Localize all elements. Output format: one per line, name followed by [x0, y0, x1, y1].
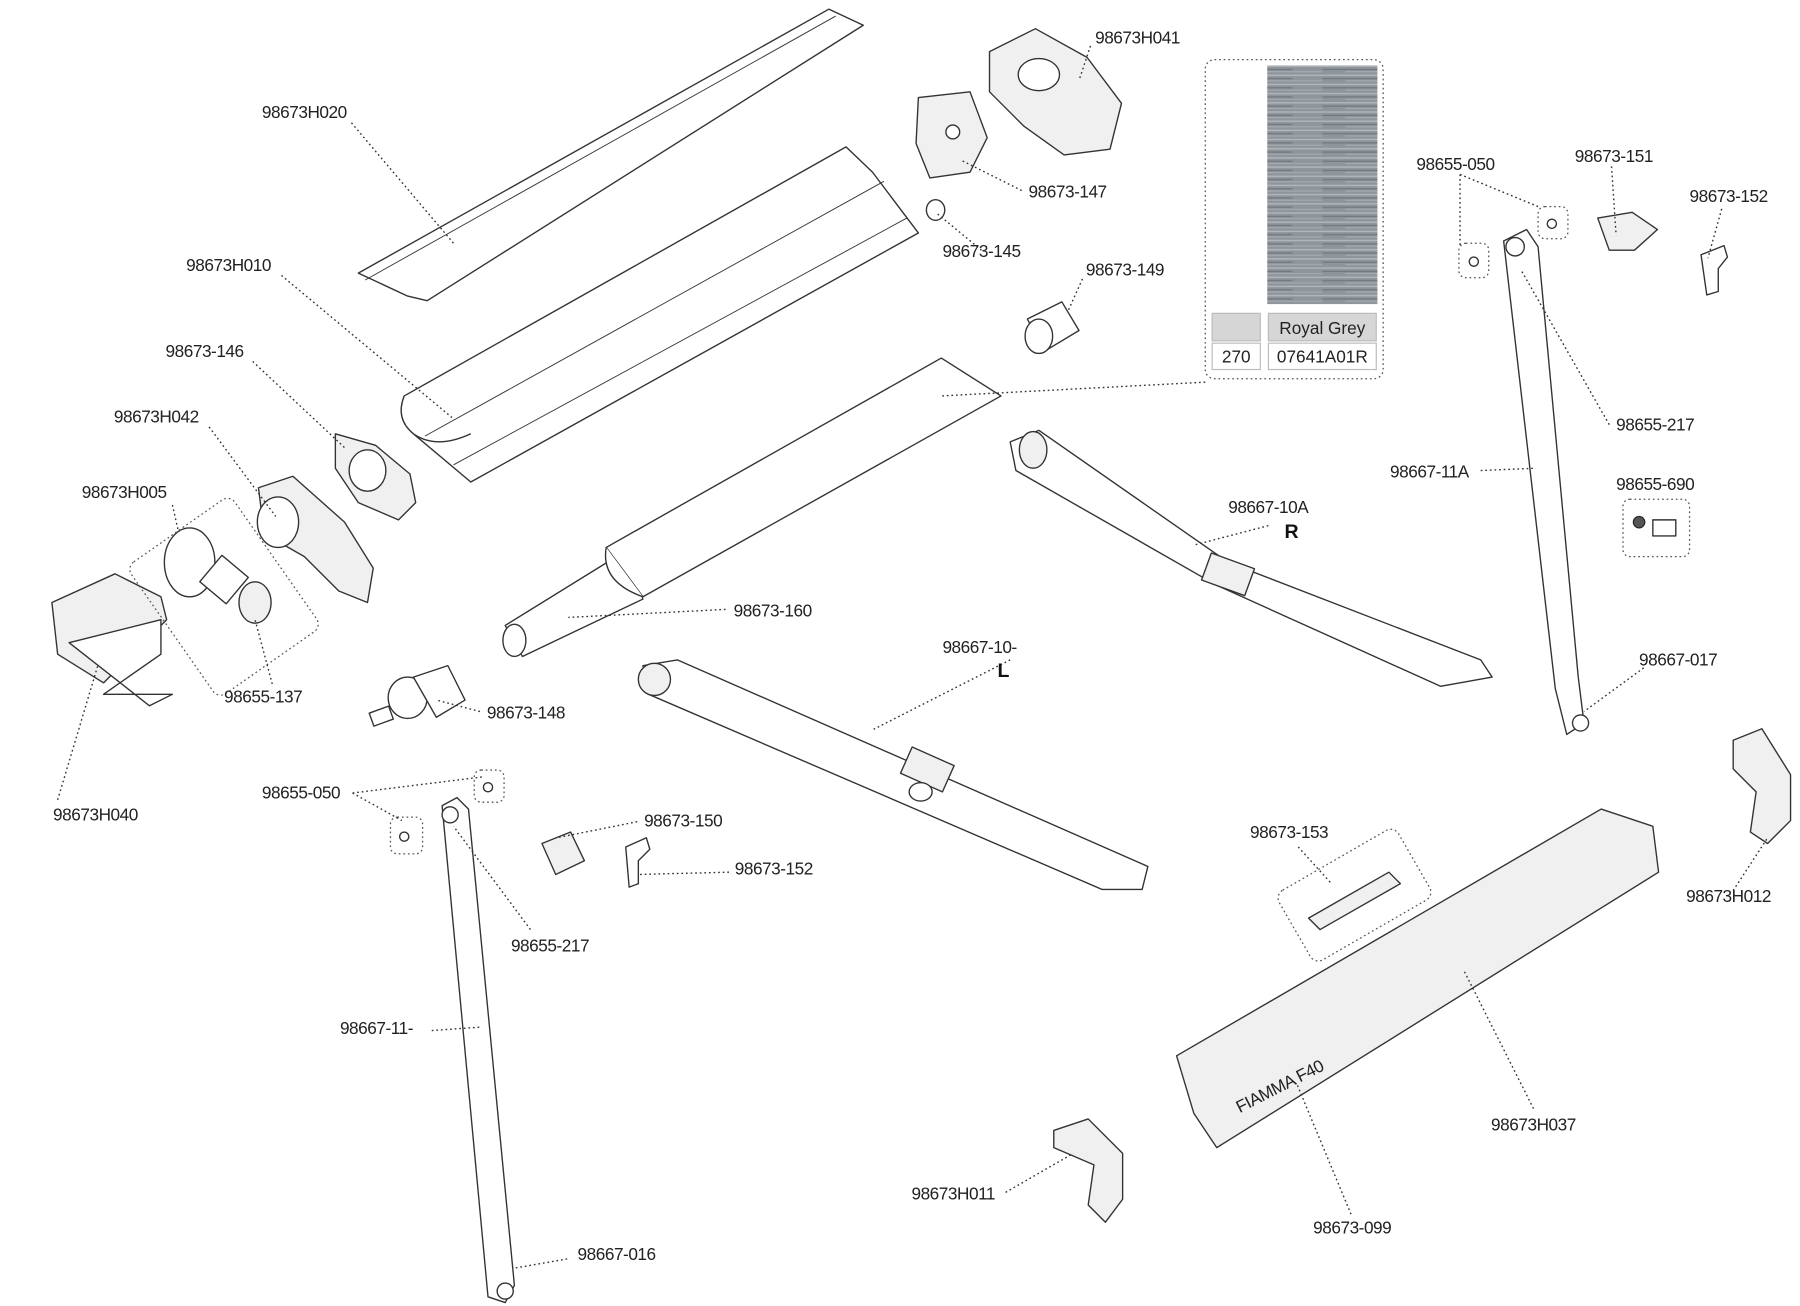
label-98673-160[interactable]: 98673-160 [734, 600, 813, 620]
top-cover-part[interactable] [357, 8, 864, 302]
label-98655-217-left[interactable]: 98655-217 [511, 935, 590, 955]
part-number-labels: 98673H020 98673H041 98673-147 98673-145 … [53, 28, 1771, 1264]
side-plate-right-part[interactable] [915, 91, 988, 179]
rail-end-cap-right-part[interactable] [1732, 728, 1792, 845]
arm-side-left: L [998, 660, 1010, 682]
label-98667-11-[interactable]: 98667-11- [340, 1018, 413, 1038]
rail-end-cap-left-part[interactable] [1053, 1118, 1124, 1223]
roller-end-plug-part[interactable] [368, 664, 466, 727]
label-98673h011[interactable]: 98673H011 [911, 1183, 995, 1203]
label-98655-690[interactable]: 98655-690 [1616, 474, 1695, 494]
label-98673h037[interactable]: 98673H037 [1491, 1114, 1576, 1134]
label-98655-137[interactable]: 98655-137 [224, 686, 303, 706]
label-98673h040[interactable]: 98673H040 [53, 805, 138, 825]
label-98673-153[interactable]: 98673-153 [1250, 822, 1329, 842]
main-profile-part[interactable] [400, 146, 920, 483]
arm-left-part[interactable] [637, 659, 1149, 891]
label-98667-11a[interactable]: 98667-11A [1390, 461, 1470, 481]
arm-bracket-part[interactable] [1307, 871, 1402, 931]
crank-gear-part[interactable] [163, 527, 272, 624]
label-98667-016[interactable]: 98667-016 [578, 1244, 657, 1264]
label-98673h041[interactable]: 98673H041 [1095, 28, 1180, 48]
roller-plug-part[interactable] [1024, 301, 1080, 355]
leg-right-part[interactable] [1502, 228, 1590, 736]
label-98655-050-right[interactable]: 98655-050 [1416, 154, 1495, 174]
label-98673-152-left[interactable]: 98673-152 [735, 858, 814, 878]
fabric-swatch-panel: Royal Grey 270 07641A01R [1204, 59, 1384, 380]
label-98673-151[interactable]: 98673-151 [1575, 146, 1654, 166]
side-plate-left-part[interactable] [334, 433, 417, 521]
label-98673-149[interactable]: 98673-149 [1086, 259, 1165, 279]
group-outlines [129, 205, 1691, 962]
fabric-code: 07641A01R [1277, 347, 1368, 367]
label-98667-10-[interactable]: 98667-10- [942, 637, 1017, 657]
end-cap-left-part[interactable] [256, 475, 374, 604]
end-cap-right-part[interactable] [988, 28, 1123, 156]
fabric-swatch-texture [1267, 65, 1378, 305]
arm-right-part[interactable] [1009, 429, 1493, 687]
size-header-cell [1211, 312, 1261, 342]
leader-lines [56, 45, 1769, 1269]
label-98655-217-right[interactable]: 98655-217 [1616, 414, 1695, 434]
label-98673h010[interactable]: 98673H010 [186, 255, 271, 275]
label-98673-145[interactable]: 98673-145 [942, 241, 1021, 261]
label-98673h020[interactable]: 98673H020 [262, 102, 347, 122]
hinge-bracket-right-part[interactable] [1597, 211, 1659, 251]
label-98673-146[interactable]: 98673-146 [166, 341, 245, 361]
fabric-roll-part[interactable] [604, 357, 1002, 598]
label-98667-017[interactable]: 98667-017 [1639, 650, 1718, 670]
fabric-color-name: Royal Grey [1279, 318, 1365, 338]
roller-tube-part[interactable] [502, 550, 644, 658]
label-98673-099[interactable]: 98673-099 [1313, 1218, 1392, 1238]
crank-housing-part[interactable] [51, 573, 174, 707]
label-98673-150[interactable]: 98673-150 [644, 810, 723, 830]
small-screw-part[interactable] [1632, 515, 1677, 537]
label-98655-050-left[interactable]: 98655-050 [262, 783, 341, 803]
label-98673h042[interactable]: 98673H042 [114, 406, 199, 426]
label-98673-148[interactable]: 98673-148 [487, 702, 566, 722]
label-98673h012[interactable]: 98673H012 [1686, 886, 1771, 906]
arm-side-right: R [1284, 521, 1298, 543]
pin-left-part[interactable] [625, 837, 651, 888]
label-98673h005[interactable]: 98673H005 [82, 482, 167, 502]
leg-left-part[interactable] [441, 796, 516, 1304]
rivets-part[interactable] [398, 218, 1558, 842]
hinge-bracket-left-part[interactable] [541, 831, 586, 876]
label-98673-147[interactable]: 98673-147 [1029, 181, 1108, 201]
label-98667-10a[interactable]: 98667-10A [1228, 497, 1309, 517]
fabric-size: 270 [1222, 347, 1251, 367]
bushing-part[interactable] [925, 198, 946, 222]
pin-right-part[interactable] [1700, 244, 1729, 296]
front-rail-part[interactable]: FIAMMA F40 [1175, 808, 1660, 1149]
label-98673-152-right[interactable]: 98673-152 [1690, 186, 1769, 206]
